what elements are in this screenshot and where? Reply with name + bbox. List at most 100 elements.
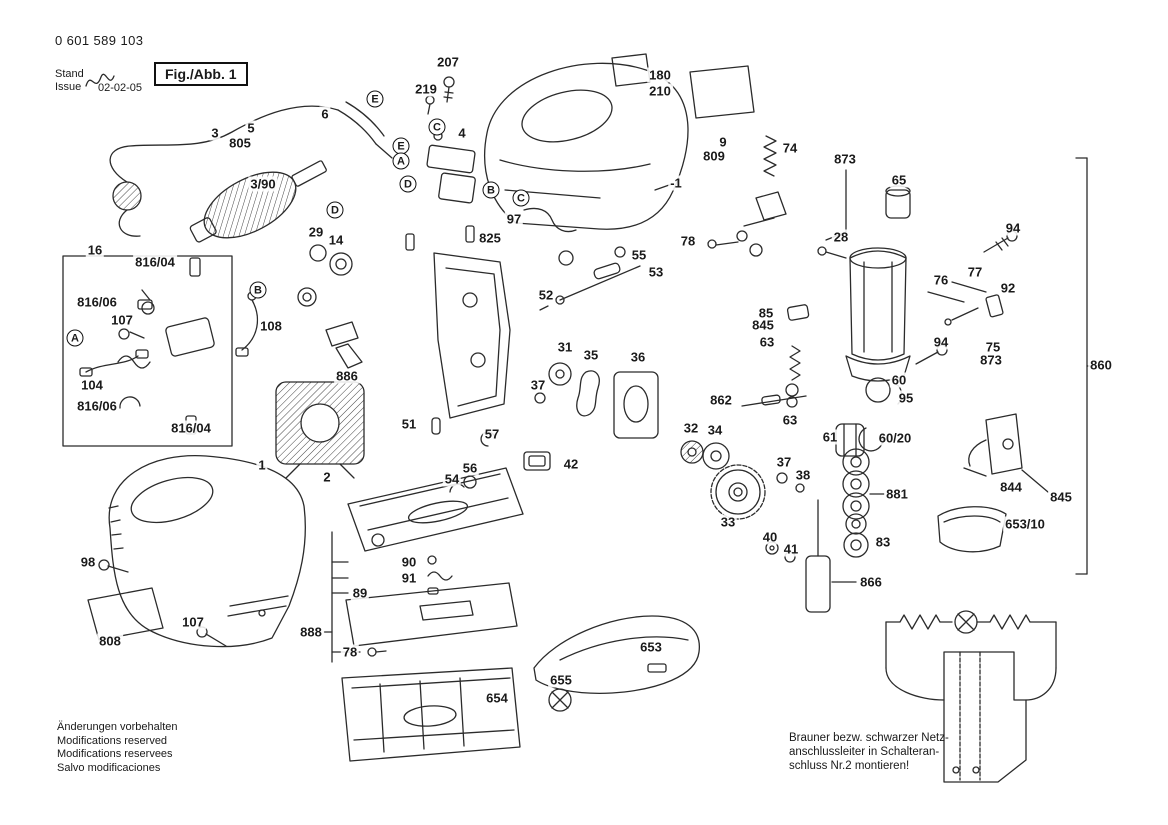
part-label-4: 4 bbox=[456, 125, 468, 141]
part-label-6: 6 bbox=[319, 106, 331, 122]
part-label-3: 3 bbox=[209, 125, 221, 141]
power-cord bbox=[109, 101, 393, 237]
issue-label: Issue bbox=[55, 81, 82, 93]
part-label-873: 873 bbox=[978, 352, 1004, 368]
field-stator bbox=[235, 291, 365, 479]
part-label-862: 862 bbox=[708, 392, 734, 408]
callout-letter-D: D bbox=[399, 175, 417, 193]
part-label-54: 54 bbox=[442, 471, 462, 487]
part-label-37: 37 bbox=[528, 377, 548, 393]
guard-plate bbox=[533, 615, 700, 712]
bracket-860 bbox=[1075, 157, 1093, 575]
part-label-35: 35 bbox=[581, 347, 601, 363]
part-label-74: 74 bbox=[780, 140, 800, 156]
part-label-32: 32 bbox=[681, 420, 701, 436]
part-label-2: 2 bbox=[321, 469, 333, 485]
handwritten-scribble bbox=[85, 73, 115, 87]
part-label-40: 40 bbox=[760, 529, 780, 545]
note-line: anschlussleiter in Schalteran- bbox=[789, 746, 940, 758]
part-label-14: 14 bbox=[326, 232, 346, 248]
part-label-42: 42 bbox=[561, 456, 581, 472]
part-label-207: 207 bbox=[435, 54, 461, 70]
part-label-886: 886 bbox=[334, 368, 360, 384]
part-label-77: 77 bbox=[965, 264, 985, 280]
part-label-95: 95 bbox=[896, 390, 916, 406]
part-label-75: 75 bbox=[983, 339, 1003, 355]
part-label-16: 16 bbox=[85, 242, 105, 258]
part-label-76: 76 bbox=[931, 272, 951, 288]
part-label-78: 78 bbox=[678, 233, 698, 249]
stand-issue-block: Stand Issue bbox=[55, 68, 84, 94]
part-label-56: 56 bbox=[460, 460, 480, 476]
part-label-860: 860 bbox=[1088, 357, 1114, 373]
callout-letter-B: B bbox=[482, 181, 500, 199]
rod-assembly bbox=[539, 246, 641, 311]
part-label-5: 5 bbox=[245, 120, 257, 136]
part-label-107: 107 bbox=[109, 312, 135, 328]
handle-housing bbox=[87, 454, 306, 648]
callout-letter-A: A bbox=[66, 329, 84, 347]
part-label-63: 63 bbox=[780, 412, 800, 428]
part-label-85: 85 bbox=[756, 305, 776, 321]
part-label-78: 78 bbox=[340, 644, 360, 660]
part-label-55: 55 bbox=[629, 247, 649, 263]
issue-date: 02-02-05 bbox=[98, 82, 143, 94]
figure-label: Fig./Abb. 1 bbox=[154, 62, 248, 86]
part-label-98: 98 bbox=[78, 554, 98, 570]
part-label-91: 91 bbox=[399, 570, 419, 586]
part-label-653-10: 653/10 bbox=[1003, 516, 1047, 532]
part-label-3-90: 3/90 bbox=[248, 176, 278, 192]
part-label-1: 1 bbox=[256, 457, 268, 473]
part-label--1: -1 bbox=[668, 175, 684, 191]
part-label-60: 60 bbox=[889, 372, 909, 388]
part-label-33: 33 bbox=[718, 514, 738, 530]
part-label-9: 9 bbox=[717, 134, 729, 150]
wiring-instruction-note: Brauner bezw. schwarzer Netz- anschlussl… bbox=[789, 731, 949, 773]
part-label-816-06: 816/06 bbox=[75, 398, 119, 414]
gear-support-plate bbox=[405, 225, 511, 419]
part-label-51: 51 bbox=[399, 416, 419, 432]
note-line: Modifications reserved bbox=[57, 734, 168, 747]
guide-parts bbox=[431, 362, 659, 493]
callout-letter-E: E bbox=[366, 90, 384, 108]
callout-letter-B: B bbox=[249, 281, 267, 299]
part-label-28: 28 bbox=[831, 229, 851, 245]
part-label-873: 873 bbox=[832, 151, 858, 167]
part-label-808: 808 bbox=[97, 633, 123, 649]
part-label-57: 57 bbox=[482, 426, 502, 442]
callout-letter-D: D bbox=[326, 201, 344, 219]
note-line: Salvo modificaciones bbox=[57, 761, 161, 774]
part-label-888: 888 bbox=[298, 624, 324, 640]
part-label-866: 866 bbox=[858, 574, 884, 590]
part-label-654: 654 bbox=[484, 690, 510, 706]
part-label-655: 655 bbox=[548, 672, 574, 688]
part-label-83: 83 bbox=[873, 534, 893, 550]
part-label-94: 94 bbox=[1003, 220, 1023, 236]
part-label-816-06: 816/06 bbox=[75, 294, 119, 310]
part-label-104: 104 bbox=[79, 377, 105, 393]
document-part-number: 0 601 589 103 bbox=[55, 33, 144, 48]
note-line: Brauner bezw. schwarzer Netz- bbox=[789, 732, 949, 744]
callout-letter-C: C bbox=[512, 189, 530, 207]
part-label-210: 210 bbox=[647, 83, 673, 99]
callout-letter-A: A bbox=[392, 152, 410, 170]
callout-letter-E: E bbox=[392, 137, 410, 155]
part-label-845: 845 bbox=[750, 317, 776, 333]
part-label-825: 825 bbox=[477, 230, 503, 246]
part-label-34: 34 bbox=[705, 422, 725, 438]
part-label-881: 881 bbox=[884, 486, 910, 502]
part-label-52: 52 bbox=[536, 287, 556, 303]
part-label-92: 92 bbox=[998, 280, 1018, 296]
part-label-219: 219 bbox=[413, 81, 439, 97]
note-line: Modifications reservees bbox=[57, 748, 173, 760]
part-label-29: 29 bbox=[306, 224, 326, 240]
part-label-816-04: 816/04 bbox=[133, 254, 177, 270]
part-label-90: 90 bbox=[399, 554, 419, 570]
base-plates bbox=[341, 467, 524, 762]
part-label-38: 38 bbox=[793, 467, 813, 483]
note-line: schluss Nr.2 montieren! bbox=[789, 760, 910, 772]
part-label-108: 108 bbox=[258, 318, 284, 334]
part-label-844: 844 bbox=[998, 479, 1024, 495]
